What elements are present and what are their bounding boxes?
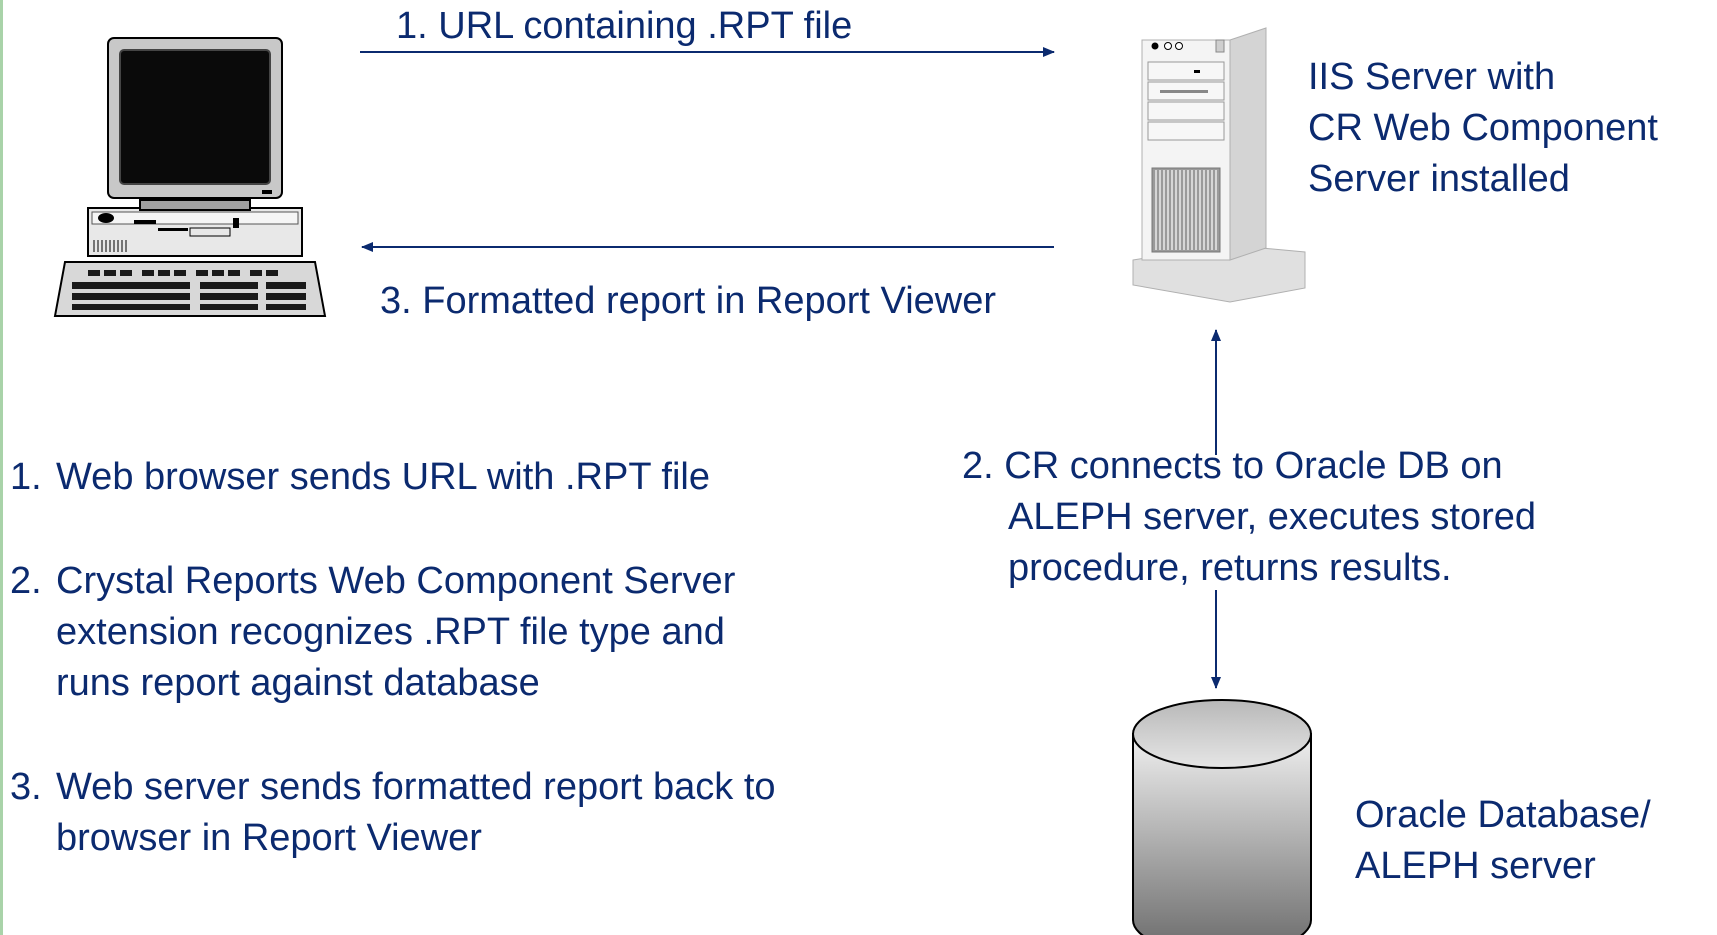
step-2: 2. Crystal Reports Web Component Server …: [10, 556, 735, 709]
response-arrow-label: 3. Formatted report in Report Viewer: [380, 280, 997, 322]
step-number: 2.: [10, 560, 42, 602]
step-1: 1. Web browser sends URL with .RPT file: [10, 452, 710, 503]
desktop-computer-icon: [53, 37, 327, 317]
db-connection-label: 2. CR connects to Oracle DB on ALEPH ser…: [962, 441, 1536, 594]
step-line: browser in Report Viewer: [56, 817, 482, 859]
tower-server-icon: [1132, 27, 1306, 303]
left-accent-stripe: [0, 0, 3, 935]
request-arrow-label: 1. URL containing .RPT file: [396, 5, 853, 47]
server-label-line: CR Web Component: [1308, 107, 1658, 149]
server-label: IIS Server with CR Web Component Server …: [1308, 52, 1658, 205]
step-line: runs report against database: [56, 662, 540, 704]
step-3: 3. Web server sends formatted report bac…: [10, 762, 776, 864]
database-cylinder-icon: [1132, 699, 1312, 935]
step-line: Crystal Reports Web Component Server: [56, 560, 736, 602]
step-number: 3.: [10, 766, 42, 808]
db-connection-label-line: ALEPH server, executes stored: [1008, 496, 1537, 538]
step-line: extension recognizes .RPT file type and: [56, 611, 725, 653]
database-label-line: Oracle Database/: [1355, 794, 1651, 836]
step-number: 1.: [10, 456, 42, 498]
database-label: Oracle Database/ ALEPH server: [1355, 790, 1651, 892]
db-connection-label-line: procedure, returns results.: [1008, 547, 1452, 589]
database-label-line: ALEPH server: [1355, 845, 1596, 887]
db-connection-label-line: 2. CR connects to Oracle DB on: [962, 445, 1503, 487]
step-line: Web server sends formatted report back t…: [56, 766, 776, 808]
server-label-line: IIS Server with: [1308, 56, 1556, 98]
server-label-line: Server installed: [1308, 158, 1570, 200]
step-line: Web browser sends URL with .RPT file: [56, 456, 710, 498]
